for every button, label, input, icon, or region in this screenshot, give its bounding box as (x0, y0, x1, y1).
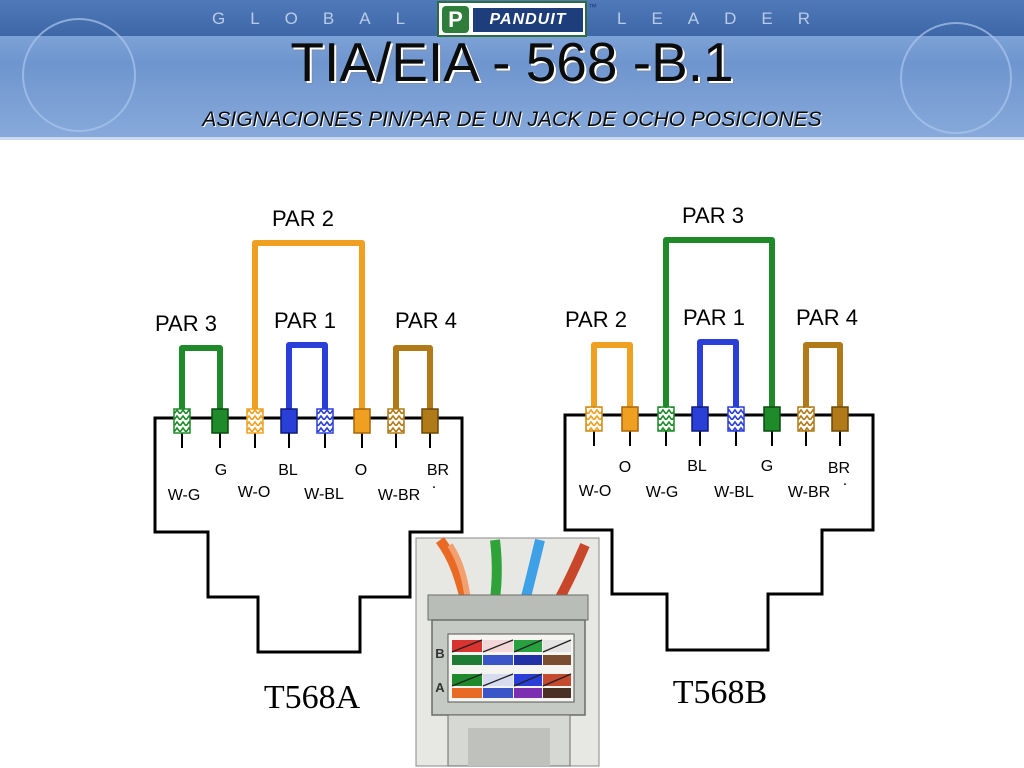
contact-w-o (246, 408, 264, 434)
pair-4-wire (393, 345, 433, 420)
pin-label-dot: . (843, 472, 847, 489)
contact-w-bl (727, 406, 745, 432)
pin-label-o: O (619, 459, 631, 476)
pin-label-w-bl: W-BL (714, 484, 754, 501)
globe-icon (900, 22, 1012, 134)
pin-label-w-br: W-BR (788, 484, 830, 501)
pair-3-wire (179, 345, 223, 420)
pin-label-w-o: W-O (579, 483, 612, 500)
contact-w-o (585, 406, 603, 432)
globe-icon (22, 18, 136, 132)
jack-photo: B A (415, 537, 600, 767)
t568a-diagram: PAR 3 PAR 2 PAR 1 PAR 4 G BL O BR . W-G … (153, 206, 464, 716)
pin-label-g: G (761, 458, 773, 475)
logo-mark: P (442, 6, 469, 33)
t568a-label: T568A (264, 679, 361, 716)
pin-label-g: G (215, 462, 227, 479)
photo-label-b: B (435, 646, 444, 661)
contact-g (763, 406, 781, 432)
photo-label-a: A (435, 680, 445, 695)
contact-w-bl (316, 408, 334, 434)
pin-label-o: O (355, 462, 367, 479)
contact-w-g (657, 406, 675, 432)
pair-4-label: PAR 4 (796, 305, 858, 330)
pair-4-wire (803, 342, 843, 418)
logo-wordmark: PANDUIT (473, 8, 583, 32)
pair-1-wire (286, 342, 328, 420)
page-title: TIA/EIA - 568 -B.1 (290, 31, 734, 93)
contact-w-br (387, 408, 405, 434)
contact-br (421, 408, 439, 434)
pair-1-wire (697, 339, 739, 418)
page-subtitle: ASIGNACIONES PIN/PAR DE UN JACK DE OCHO … (202, 108, 822, 131)
pair-1-label: PAR 1 (683, 305, 745, 330)
contact-br (831, 406, 849, 432)
contact-o (621, 406, 639, 432)
pair-2-label: PAR 2 (565, 307, 627, 332)
t568b-diagram: PAR 2 PAR 3 PAR 1 PAR 4 O BL G BR . W-O … (563, 203, 875, 711)
pair-4-label: PAR 4 (395, 308, 457, 333)
jack-outline (153, 416, 464, 654)
pin-label-bl: BL (278, 462, 298, 479)
pair-2-label: PAR 2 (272, 206, 334, 231)
pin-label-br: BR (828, 460, 850, 477)
slogan-right: LEADER (617, 9, 836, 28)
slogan-left: GLOBAL (212, 9, 431, 28)
pin-label-w-o: W-O (238, 484, 271, 501)
contact-w-br (797, 406, 815, 432)
pair-3-wire (663, 237, 775, 418)
pin-label-w-g: W-G (646, 484, 679, 501)
jack-outline (563, 413, 875, 652)
pin-label-w-bl: W-BL (304, 486, 344, 503)
pair-1-label: PAR 1 (274, 308, 336, 333)
contact-bl (280, 408, 298, 434)
pin-label-w-g: W-G (168, 487, 201, 504)
pair-3-label: PAR 3 (682, 203, 744, 228)
pin-label-dot: . (432, 475, 436, 492)
contact-bl (691, 406, 709, 432)
pair-2-wire (591, 342, 633, 418)
pin-label-bl: BL (687, 458, 707, 475)
pin-label-w-br: W-BR (378, 487, 420, 504)
pair-2-wire (252, 240, 365, 420)
trademark-symbol: ™ (588, 2, 597, 12)
contact-g (211, 408, 229, 434)
pair-3-label: PAR 3 (155, 311, 217, 336)
panduit-logo: P PANDUIT (437, 1, 587, 37)
header-banner: GLOBAL LEADER P PANDUIT ™ TIA/EIA - 568 … (0, 0, 1024, 140)
contact-o (353, 408, 371, 434)
pin-label-br: BR (427, 462, 449, 479)
contact-w-g (173, 408, 191, 434)
t568b-label: T568B (673, 674, 767, 711)
